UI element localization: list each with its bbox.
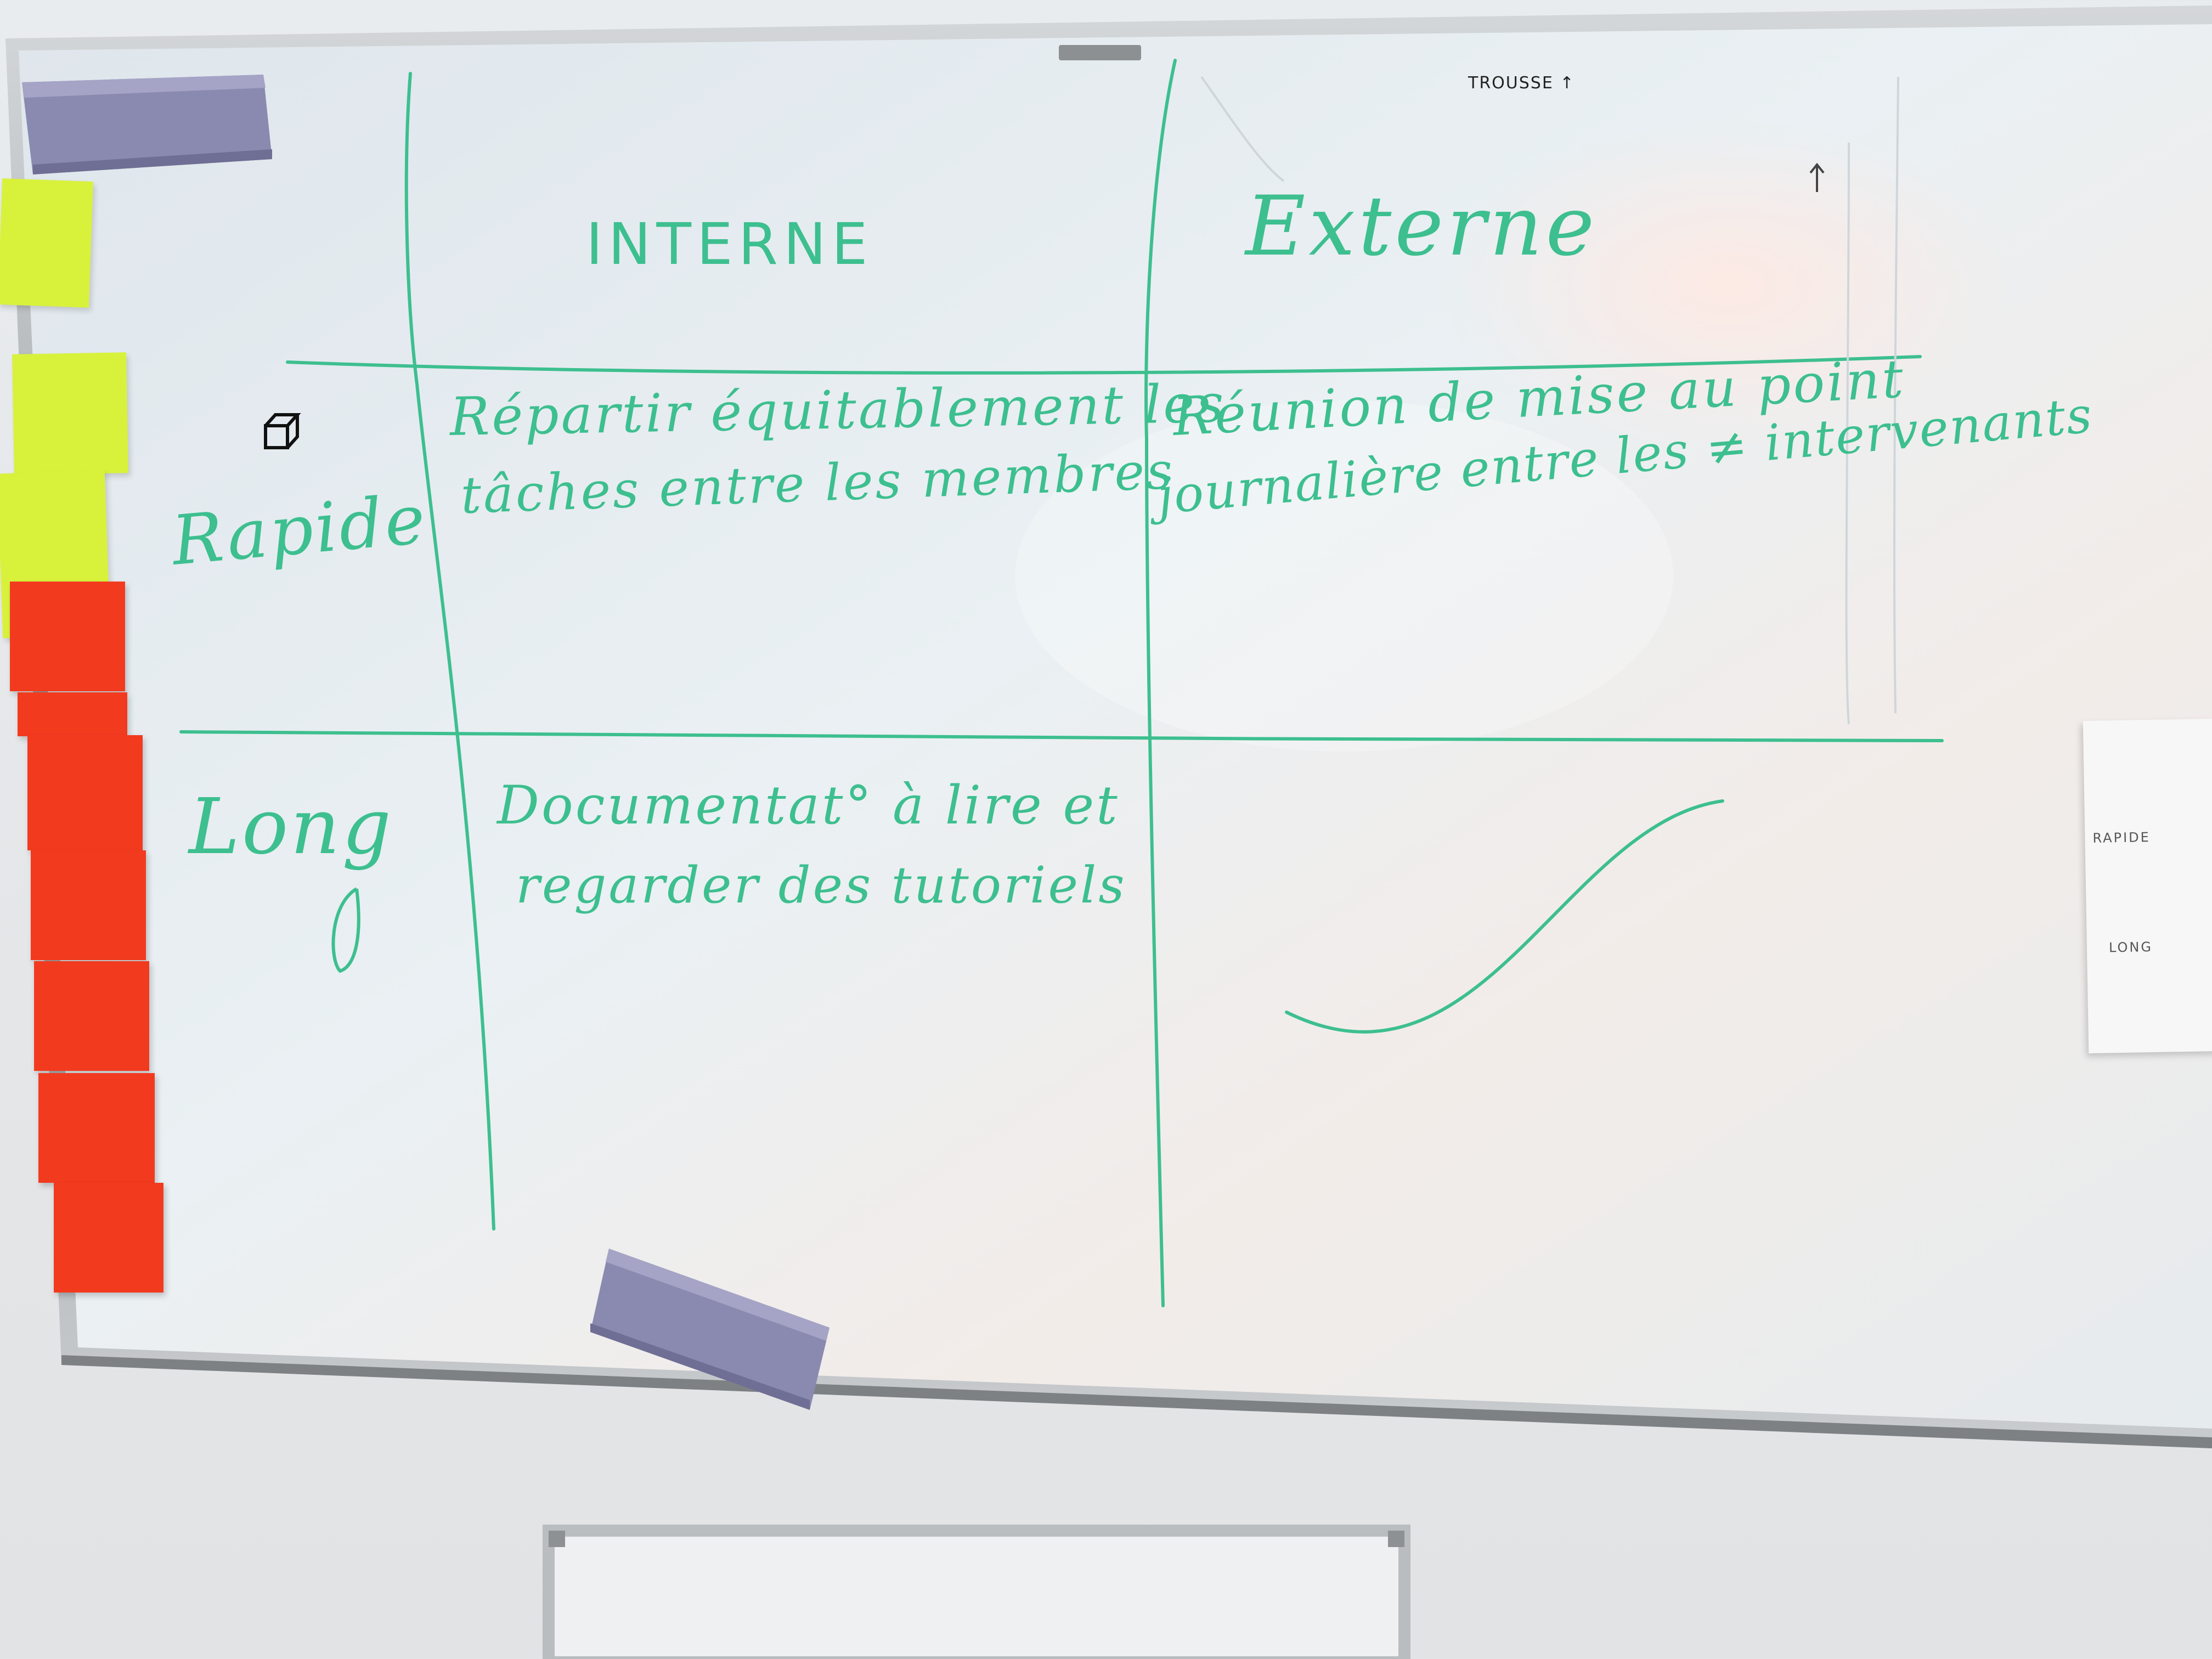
sticky-note-red — [34, 961, 149, 1071]
grid-lines — [179, 59, 1944, 1307]
cell-text-line: Documentat° à lire et — [497, 775, 1120, 836]
cell-text-line: Répartir équitablement les — [449, 373, 1227, 448]
corner-note: TROUSSE ↑ — [1468, 74, 1575, 93]
sticky-note-red — [54, 1183, 163, 1293]
lower-whiteboard — [543, 1525, 1410, 1659]
sticky-note-red — [27, 735, 143, 850]
sheet-row-label-long: LONG — [2108, 939, 2153, 956]
sticky-note-red — [10, 582, 125, 691]
sheet-row-label-rapide: RAPIDE — [2092, 830, 2151, 846]
sticky-note-yellow — [0, 178, 93, 308]
sticky-note-red — [31, 850, 146, 960]
row-header-long: Long — [189, 782, 394, 872]
marker-curve-stroke — [1285, 799, 1724, 1034]
column-header-internal: INTERNE — [586, 211, 873, 278]
sticky-note-yellow — [12, 352, 128, 475]
board-eraser-icon — [22, 75, 272, 174]
pinned-paper-sheet: RAPIDE LONG — [2083, 718, 2212, 1054]
cell-text-line: regarder des tutoriels — [516, 856, 1127, 915]
sticky-note-red — [18, 692, 127, 736]
board-eraser-icon — [590, 1249, 830, 1410]
column-header-external: Externe — [1245, 179, 1598, 274]
cube-doodle-icon — [264, 413, 301, 449]
sticky-note-red — [38, 1073, 155, 1183]
